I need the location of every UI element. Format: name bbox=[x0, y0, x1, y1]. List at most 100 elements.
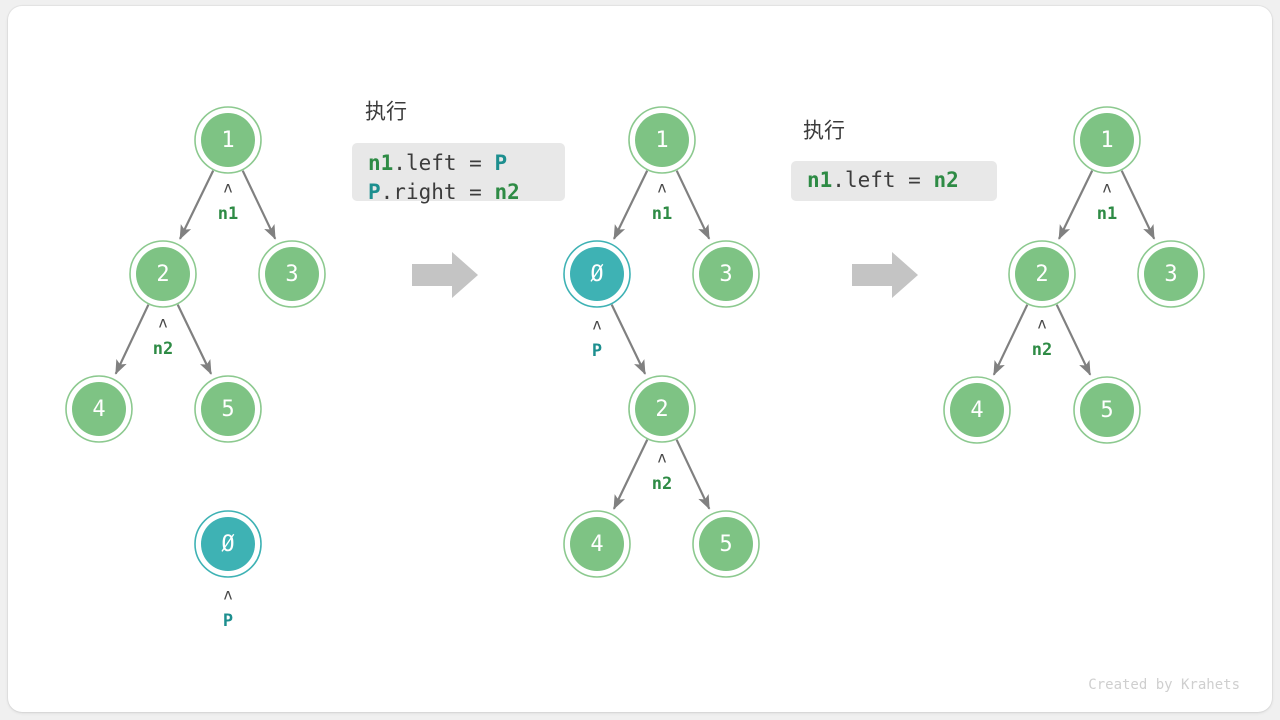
pointer-caret-icon: ʌ bbox=[657, 179, 666, 197]
node-circle bbox=[950, 383, 1004, 437]
node-circle bbox=[1015, 247, 1069, 301]
tree-node: 5 bbox=[1073, 376, 1141, 444]
tree-edge bbox=[992, 304, 1029, 376]
node-circle bbox=[699, 247, 753, 301]
node-circle bbox=[635, 382, 689, 436]
code-token: .right = bbox=[381, 180, 495, 204]
code-token: n2 bbox=[494, 180, 519, 204]
pointer-caret-icon: ʌ bbox=[1037, 315, 1046, 333]
node-value: 2 bbox=[156, 262, 169, 287]
tree-edge bbox=[176, 304, 213, 375]
tree-edge bbox=[675, 170, 711, 240]
pointer-label-group: ʌn1 bbox=[652, 179, 672, 225]
node-circle bbox=[201, 113, 255, 167]
tree-node: 5 bbox=[194, 375, 262, 443]
pointer-label-group: ʌ n2 bbox=[652, 449, 672, 495]
code-token: n2 bbox=[933, 168, 958, 192]
node-outer-ring bbox=[1008, 240, 1076, 308]
pointer-caret-icon: ʌ bbox=[223, 586, 232, 604]
node-value: 1 bbox=[221, 128, 234, 153]
tree-edge bbox=[1120, 170, 1156, 240]
pointer-label: n2 bbox=[153, 339, 173, 359]
tree-edge bbox=[675, 439, 711, 510]
transition-arrow-1 bbox=[412, 252, 478, 298]
node-circle bbox=[1144, 247, 1198, 301]
tree-node: 2 bbox=[129, 240, 197, 308]
node-circle bbox=[136, 247, 190, 301]
pointer-label: n1 bbox=[1097, 204, 1117, 224]
exec-label: 执行 bbox=[365, 101, 407, 124]
node-value: 1 bbox=[655, 128, 668, 153]
node-circle bbox=[201, 382, 255, 436]
code-token: P bbox=[494, 151, 507, 175]
node-outer-ring bbox=[692, 240, 760, 308]
node-outer-ring bbox=[628, 106, 696, 174]
code-line: n1.left = P bbox=[368, 151, 507, 175]
tree-edge bbox=[179, 170, 215, 240]
tree-node: 1 bbox=[1073, 106, 1141, 174]
node-value: 5 bbox=[719, 532, 732, 557]
tree-node: 1 bbox=[628, 106, 696, 174]
pointer-caret-icon: ʌ bbox=[158, 314, 167, 332]
watermark: Created by Krahets bbox=[1088, 677, 1240, 693]
tree-node: 4 bbox=[563, 510, 631, 578]
pointer-label-group: ʌ n1 bbox=[1097, 179, 1117, 225]
node-outer-ring bbox=[563, 510, 631, 578]
node-outer-ring bbox=[943, 376, 1011, 444]
pointer-caret-icon: ʌ bbox=[1102, 179, 1111, 197]
pointer-label-group: ʌ n2 bbox=[1032, 315, 1052, 361]
node-outer-ring bbox=[692, 510, 760, 578]
code-line: n1.left = n2 bbox=[807, 168, 959, 192]
tree-node: Ø bbox=[194, 510, 262, 578]
pointer-label-group: ʌ n1 bbox=[218, 179, 238, 225]
tree-node: 5 bbox=[692, 510, 760, 578]
pointer-label: n2 bbox=[652, 474, 672, 494]
tree-edge bbox=[1055, 304, 1092, 376]
pointer-caret-icon: ʌ bbox=[223, 179, 232, 197]
node-outer-ring bbox=[129, 240, 197, 308]
node-circle bbox=[635, 113, 689, 167]
code-token: .left = bbox=[832, 168, 933, 192]
pointer-caret-icon: ʌ bbox=[657, 449, 666, 467]
node-value: 5 bbox=[1100, 398, 1113, 423]
pointer-label-group: ʌP bbox=[223, 586, 233, 632]
node-circle bbox=[265, 247, 319, 301]
pointer-label: n2 bbox=[1032, 340, 1052, 360]
node-circle bbox=[1080, 383, 1134, 437]
node-outer-ring bbox=[628, 375, 696, 443]
tree-node: 3 bbox=[692, 240, 760, 308]
transition-arrows-layer bbox=[412, 252, 918, 298]
tree-node: 4 bbox=[65, 375, 133, 443]
node-outer-ring bbox=[1137, 240, 1205, 308]
tree-node: 1 bbox=[194, 106, 262, 174]
tree-node: 2 bbox=[628, 375, 696, 443]
node-circle bbox=[201, 517, 255, 571]
node-circle bbox=[1080, 113, 1134, 167]
node-value: 4 bbox=[970, 398, 983, 423]
node-value: 3 bbox=[285, 262, 298, 287]
tree-node: 3 bbox=[1137, 240, 1205, 308]
tree-edge bbox=[114, 304, 150, 375]
node-value: 2 bbox=[1035, 262, 1048, 287]
node-value: Ø bbox=[221, 532, 234, 557]
pointer-label-group: ʌP bbox=[592, 316, 602, 362]
tree-edge bbox=[610, 304, 647, 375]
tree-edges-layer bbox=[114, 170, 1156, 510]
node-value: 2 bbox=[655, 397, 668, 422]
code-line: P.right = n2 bbox=[368, 180, 520, 204]
code-token: n1 bbox=[807, 168, 832, 192]
tree-node: 2 bbox=[1008, 240, 1076, 308]
node-circle bbox=[570, 247, 624, 301]
node-value: 5 bbox=[221, 397, 234, 422]
node-value: 3 bbox=[719, 262, 732, 287]
pointer-caret-icon: ʌ bbox=[592, 316, 601, 334]
pointer-label: n1 bbox=[218, 204, 238, 224]
node-outer-ring bbox=[194, 375, 262, 443]
node-value: 4 bbox=[590, 532, 603, 557]
code-token: n1 bbox=[368, 151, 393, 175]
code-token: P bbox=[368, 180, 381, 204]
